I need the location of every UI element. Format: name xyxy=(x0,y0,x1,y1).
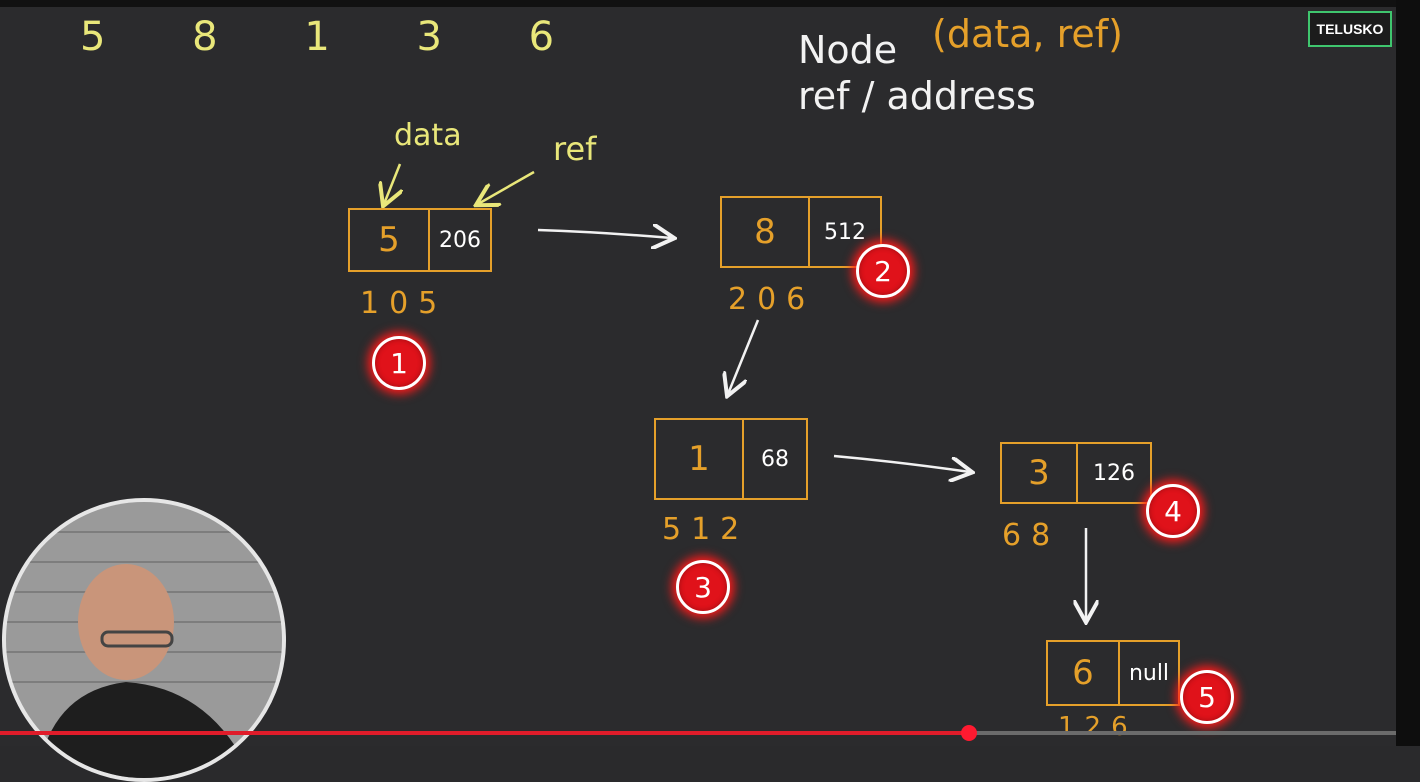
node-5-order-badge: 5 xyxy=(1180,670,1234,724)
node-4-address: 68 xyxy=(1002,518,1061,553)
arrow-node3-node4 xyxy=(833,454,970,472)
node-5: 6 null xyxy=(1046,640,1180,706)
node-5-ref: null xyxy=(1128,660,1170,686)
node-1-ref: 206 xyxy=(439,227,481,253)
video-progress-scrubber[interactable] xyxy=(960,725,977,741)
ref-label-arrow xyxy=(478,170,535,204)
node-4-order-badge: 4 xyxy=(1146,484,1200,538)
node-3: 1 68 xyxy=(654,418,808,500)
node-4-data: 3 xyxy=(1002,444,1078,502)
node-1-data: 5 xyxy=(350,210,430,270)
numbers-line: 5 8 1 3 6 xyxy=(80,14,581,60)
presenter-webcam xyxy=(2,498,286,782)
arrow-node2-node3 xyxy=(728,319,760,394)
node-1-address: 105 xyxy=(360,286,448,321)
node-5-address: 126 xyxy=(1058,712,1138,742)
video-progress-bar[interactable] xyxy=(0,731,1396,735)
arrow-node1-node2 xyxy=(537,230,672,238)
node-2-order-badge: 2 xyxy=(856,244,910,298)
node-2-ref: 512 xyxy=(824,219,866,245)
node-1-order-badge: 1 xyxy=(372,336,426,390)
node-title-word: Node xyxy=(798,28,898,72)
node-2: 8 512 xyxy=(720,196,882,268)
node-2-address: 206 xyxy=(728,282,816,317)
node-3-data: 1 xyxy=(656,420,744,498)
ref-address-line: ref / address xyxy=(798,74,1036,118)
presenter-avatar xyxy=(6,502,282,778)
telusko-logo: TELUSKO xyxy=(1308,11,1392,47)
data-label-arrow xyxy=(384,163,400,204)
node-3-ref: 68 xyxy=(761,446,789,472)
node-1: 5 206 xyxy=(348,208,492,272)
right-edge-bar xyxy=(1396,0,1420,746)
node-3-order-badge: 3 xyxy=(676,560,730,614)
node-5-data: 6 xyxy=(1048,642,1120,704)
node-2-data: 8 xyxy=(722,198,810,266)
ref-label: ref xyxy=(553,130,597,168)
arrows-layer xyxy=(0,163,1396,746)
node-title-args: (data, ref) xyxy=(932,12,1123,56)
video-progress-fill xyxy=(0,731,969,735)
node-4: 3 126 xyxy=(1000,442,1152,504)
node-4-ref: 126 xyxy=(1093,460,1135,486)
top-bar xyxy=(0,0,1420,7)
data-label: data xyxy=(394,118,462,153)
node-3-address: 512 xyxy=(662,512,750,547)
